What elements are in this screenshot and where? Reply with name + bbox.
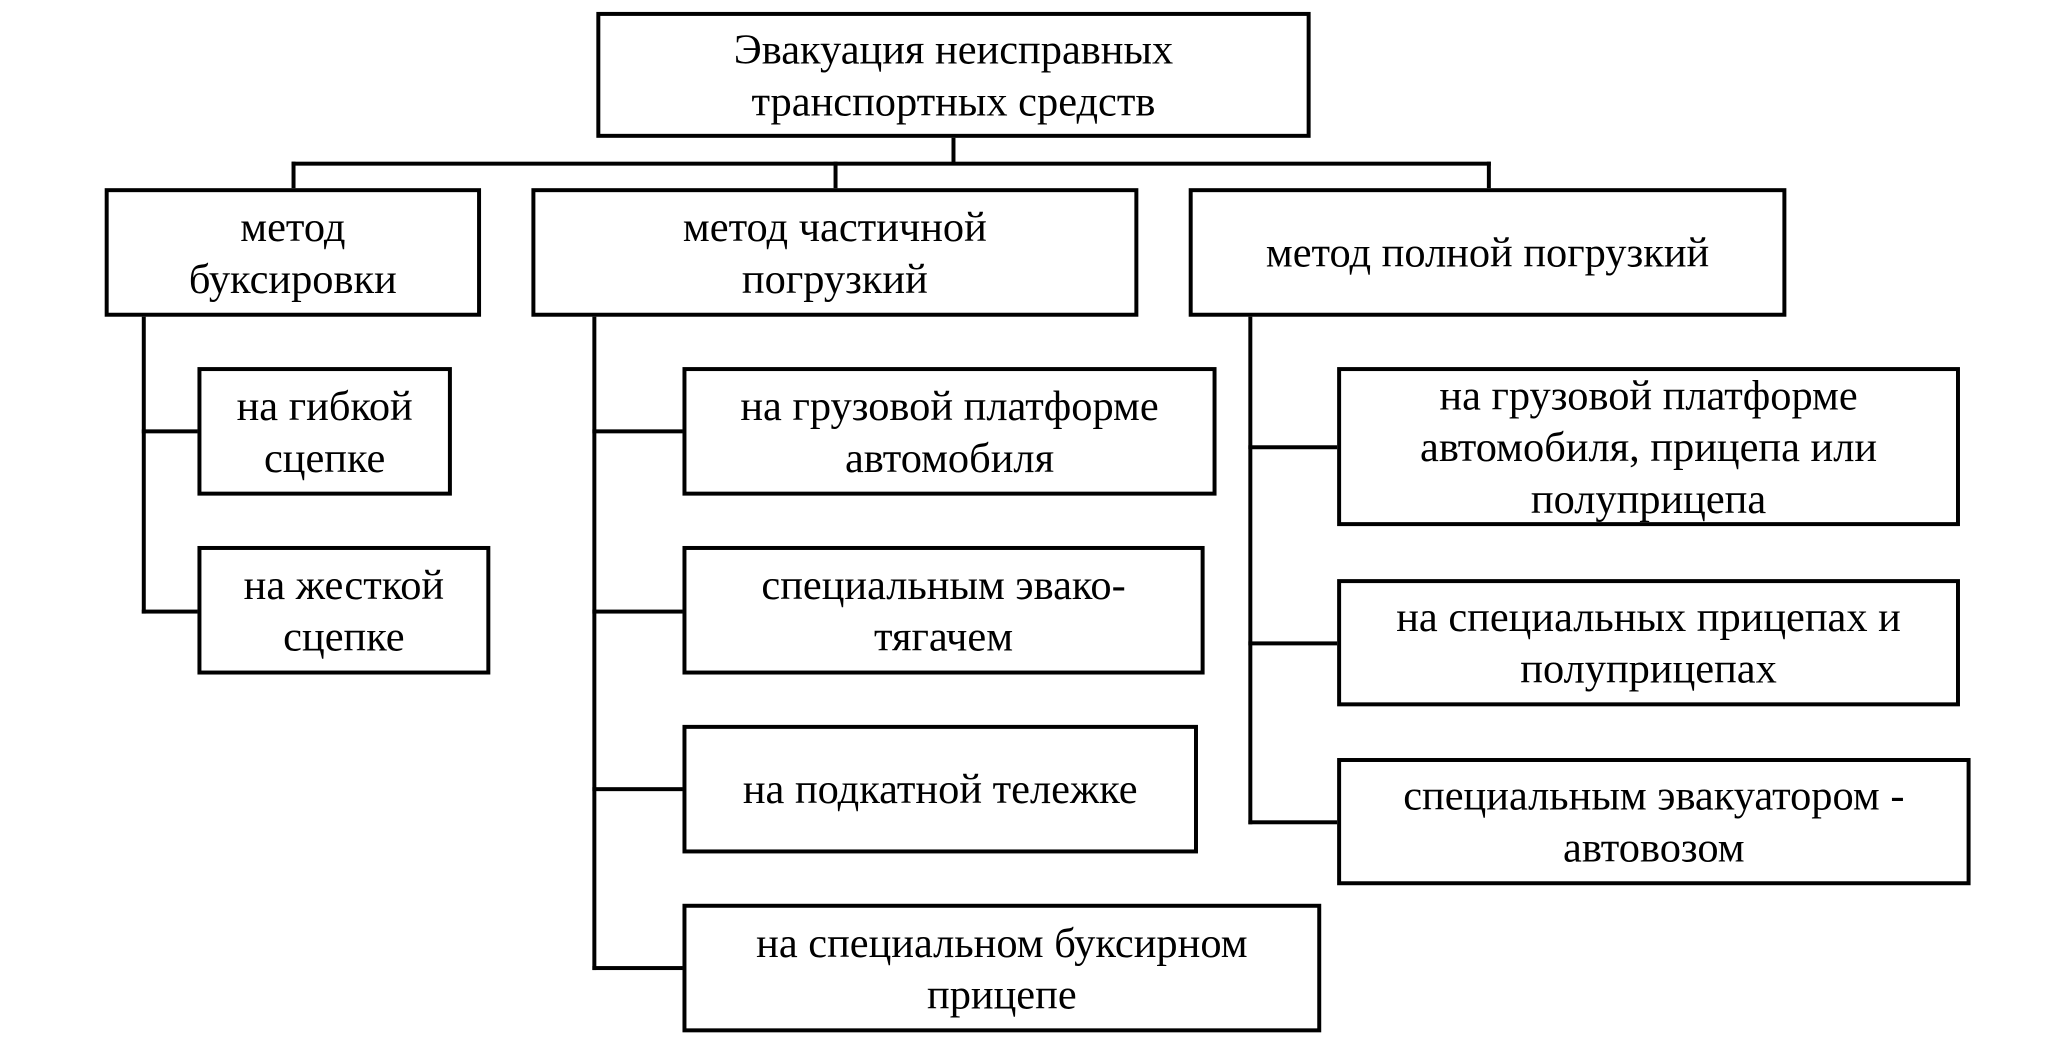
method-partial-loading: метод частичной погрузкий	[531, 188, 1139, 317]
connector	[592, 429, 686, 434]
connector	[833, 161, 838, 191]
partial-trailer: на специальном буксирном прицепе	[682, 903, 1322, 1033]
full-platform: на грузовой платформе автомобиля, прицеп…	[1337, 367, 1960, 527]
full-special-trailers: на специальных прицепах и полуприцепах	[1337, 579, 1960, 707]
partial-platform: на грузовой платформе автомобиля	[682, 367, 1217, 496]
connector	[1248, 641, 1340, 646]
connector	[592, 315, 597, 971]
connector	[141, 315, 146, 614]
connector	[141, 609, 201, 614]
connector	[141, 429, 201, 434]
connector	[1248, 820, 1340, 825]
connector	[592, 787, 686, 792]
connector	[1486, 161, 1491, 191]
method-full-loading: метод полной погрузкий	[1188, 188, 1787, 317]
full-car-carrier: специальным эвакуатором - автовозом	[1337, 758, 1971, 886]
root-node: Эвакуация неисправных транспортных средс…	[596, 11, 1311, 138]
connector	[592, 609, 686, 614]
connector	[592, 966, 686, 971]
partial-dolly: на подкатной тележке	[682, 724, 1198, 854]
method-towing: метод буксировки	[104, 188, 482, 317]
connector	[291, 161, 296, 191]
connector	[291, 161, 1491, 166]
connector	[1248, 445, 1340, 450]
towing-rigid: на жесткой сцепке	[197, 545, 491, 675]
towing-flexible: на гибкой сцепке	[197, 367, 452, 496]
connector	[951, 136, 956, 165]
connector	[1248, 315, 1253, 825]
partial-tow-truck: специальным эвако- тягачем	[682, 545, 1205, 675]
